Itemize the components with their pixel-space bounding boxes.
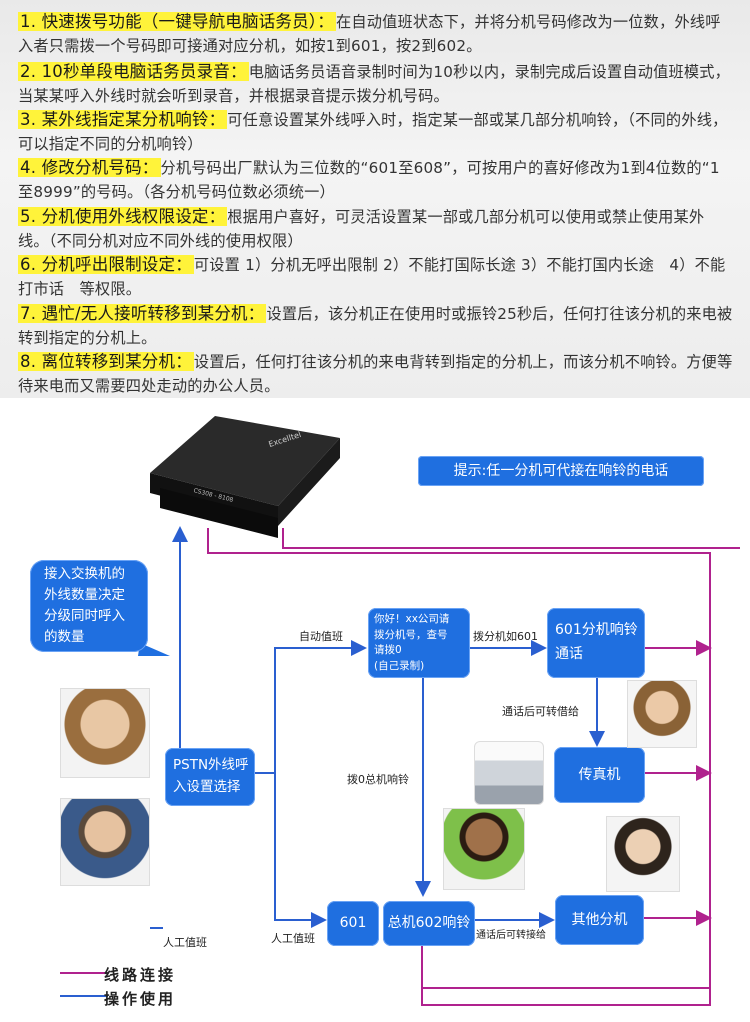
feature-item: 5. 分机使用外线权限设定：根据用户喜好，可灵活设置某一部或几部分机可以使用或禁… bbox=[18, 205, 734, 253]
legend-manual-label: 人工值班 bbox=[163, 936, 207, 949]
feature-title: 2. 10秒单段电脑话务员录音： bbox=[18, 62, 249, 81]
transfer-fax-label: 通话后可转借给 bbox=[502, 705, 579, 718]
greeting-line: 请拨0 bbox=[374, 644, 402, 656]
ext601-ring-line: 601分机响铃 bbox=[555, 622, 638, 638]
operator-headset-photo bbox=[443, 808, 525, 890]
feature-title: 4. 修改分机号码： bbox=[18, 158, 161, 177]
legend-line-connection: 线路连接 bbox=[104, 966, 177, 984]
feature-item: 1. 快速拨号功能（一键导航电脑话务员）：在自动值班状态下，并将分机号码修改为一… bbox=[18, 10, 734, 58]
ext601-ring-line: 通话 bbox=[555, 646, 583, 662]
pstn-box: PSTN外线呼 入设置选择 bbox=[165, 748, 255, 806]
feature-text: 分机号码出厂默认为三位数的“601至608”，可按用户的喜好修改为1到4位数的“… bbox=[18, 159, 720, 201]
features-panel: 1. 快速拨号功能（一键导航电脑话务员）：在自动值班状态下，并将分机号码修改为一… bbox=[0, 0, 750, 398]
auto-attendant-label: 自动值班 bbox=[299, 630, 343, 643]
feature-text: 设置后，任何打往该分机的来电背转到指定的分机上，而该分机不响铃。方便等待来电而又… bbox=[18, 353, 733, 395]
main602-box: 总机602响铃 bbox=[383, 901, 475, 946]
greeting-line: (自己录制) bbox=[374, 659, 425, 672]
feature-item: 4. 修改分机号码：分机号码出厂默认为三位数的“601至608”，可按用户的喜好… bbox=[18, 156, 734, 204]
dial-extension-label: 拨分机如601 bbox=[473, 630, 538, 643]
feature-title: 5. 分机使用外线权限设定： bbox=[18, 207, 228, 226]
feature-title: 8. 离位转移到某分机： bbox=[18, 352, 194, 371]
pstn-line: PSTN外线呼 bbox=[173, 757, 249, 773]
callout-bubble: 接入交换机的 外线数量决定 分级同时呼入 的数量 bbox=[30, 560, 148, 652]
greeting-line: 你好！xx公司请 bbox=[374, 613, 450, 625]
feature-text: 设置后，该分机正在使用时或振铃25秒后，任何打往该分机的来电被转到指定的分机上。 bbox=[18, 305, 733, 347]
feature-text: 可设置 1）分机无呼出限制 2）不能打国际长途 3）不能打国内长途 4）不能打市… bbox=[18, 256, 726, 298]
transfer-main-label: 通话后可转接给 bbox=[476, 930, 546, 941]
manual-attendant-label: 人工值班 bbox=[271, 932, 315, 945]
legend-operation: 操作使用 bbox=[104, 990, 177, 1008]
callout-line: 接入交换机的 bbox=[44, 566, 125, 582]
feature-item: 6. 分机呼出限制设定：可设置 1）分机无呼出限制 2）不能打国际长途 3）不能… bbox=[18, 253, 734, 301]
fax-box: 传真机 bbox=[554, 747, 645, 803]
woman-on-phone-photo bbox=[606, 816, 680, 892]
man-on-phone-photo bbox=[60, 798, 150, 886]
feature-text: 在自动值班状态下，并将分机号码修改为一位数，外线呼入者只需拨一个号码即可接通对应… bbox=[18, 13, 721, 55]
pbx-device bbox=[150, 416, 340, 538]
other-extensions-box: 其他分机 bbox=[555, 895, 644, 945]
greeting-box: 你好！xx公司请 拨分机号，查号 请拨0 (自己录制) bbox=[368, 608, 470, 678]
woman-on-phone-photo bbox=[627, 680, 697, 748]
callout-line: 分级同时呼入 bbox=[44, 608, 125, 624]
call-flow-diagram: Excelltel CS308 - 8108 提示:任一分机可代接在响铃的电话 … bbox=[0, 398, 750, 1022]
feature-item: 3. 某外线指定某分机响铃：可任意设置某外线呼入时，指定某一部或某几部分机响铃，… bbox=[18, 108, 734, 156]
feature-title: 3. 某外线指定某分机响铃： bbox=[18, 110, 228, 129]
feature-title: 6. 分机呼出限制设定： bbox=[18, 255, 194, 274]
ext601-box: 601 bbox=[327, 901, 379, 946]
feature-item: 7. 遇忙/无人接听转移到某分机：设置后，该分机正在使用时或振铃25秒后，任何打… bbox=[18, 302, 734, 350]
feature-item: 8. 离位转移到某分机：设置后，任何打往该分机的来电背转到指定的分机上，而该分机… bbox=[18, 350, 734, 398]
tip-box: 提示:任一分机可代接在响铃的电话 bbox=[418, 456, 704, 486]
feature-text: 根据用户喜好，可灵活设置某一部或几部分机可以使用或禁止使用某外线。（不同分机对应… bbox=[18, 208, 705, 250]
fax-machine-image bbox=[474, 741, 544, 805]
feature-item: 2. 10秒单段电脑话务员录音：电脑话务员语音录制时间为10秒以内，录制完成后设… bbox=[18, 60, 734, 108]
greeting-line: 拨分机号，查号 bbox=[374, 628, 448, 641]
woman-on-phone-photo bbox=[60, 688, 150, 778]
dial0-label: 拨0总机响铃 bbox=[347, 773, 409, 786]
feature-text: 电脑话务员语音录制时间为10秒以内，录制完成后设置自动值班模式，当某某呼入外线时… bbox=[18, 63, 731, 105]
ext601-ring-box: 601分机响铃 通话 bbox=[547, 608, 645, 678]
connector-lines bbox=[60, 416, 740, 1006]
pstn-line: 入设置选择 bbox=[173, 779, 241, 795]
feature-text: 可任意设置某外线呼入时，指定某一部或某几部分机响铃，（不同的外线，可以指定不同的… bbox=[18, 111, 728, 153]
feature-title: 7. 遇忙/无人接听转移到某分机： bbox=[18, 304, 267, 323]
callout-line: 外线数量决定 bbox=[44, 587, 125, 603]
callout-line: 的数量 bbox=[44, 629, 85, 645]
feature-title: 1. 快速拨号功能（一键导航电脑话务员）： bbox=[18, 12, 336, 31]
